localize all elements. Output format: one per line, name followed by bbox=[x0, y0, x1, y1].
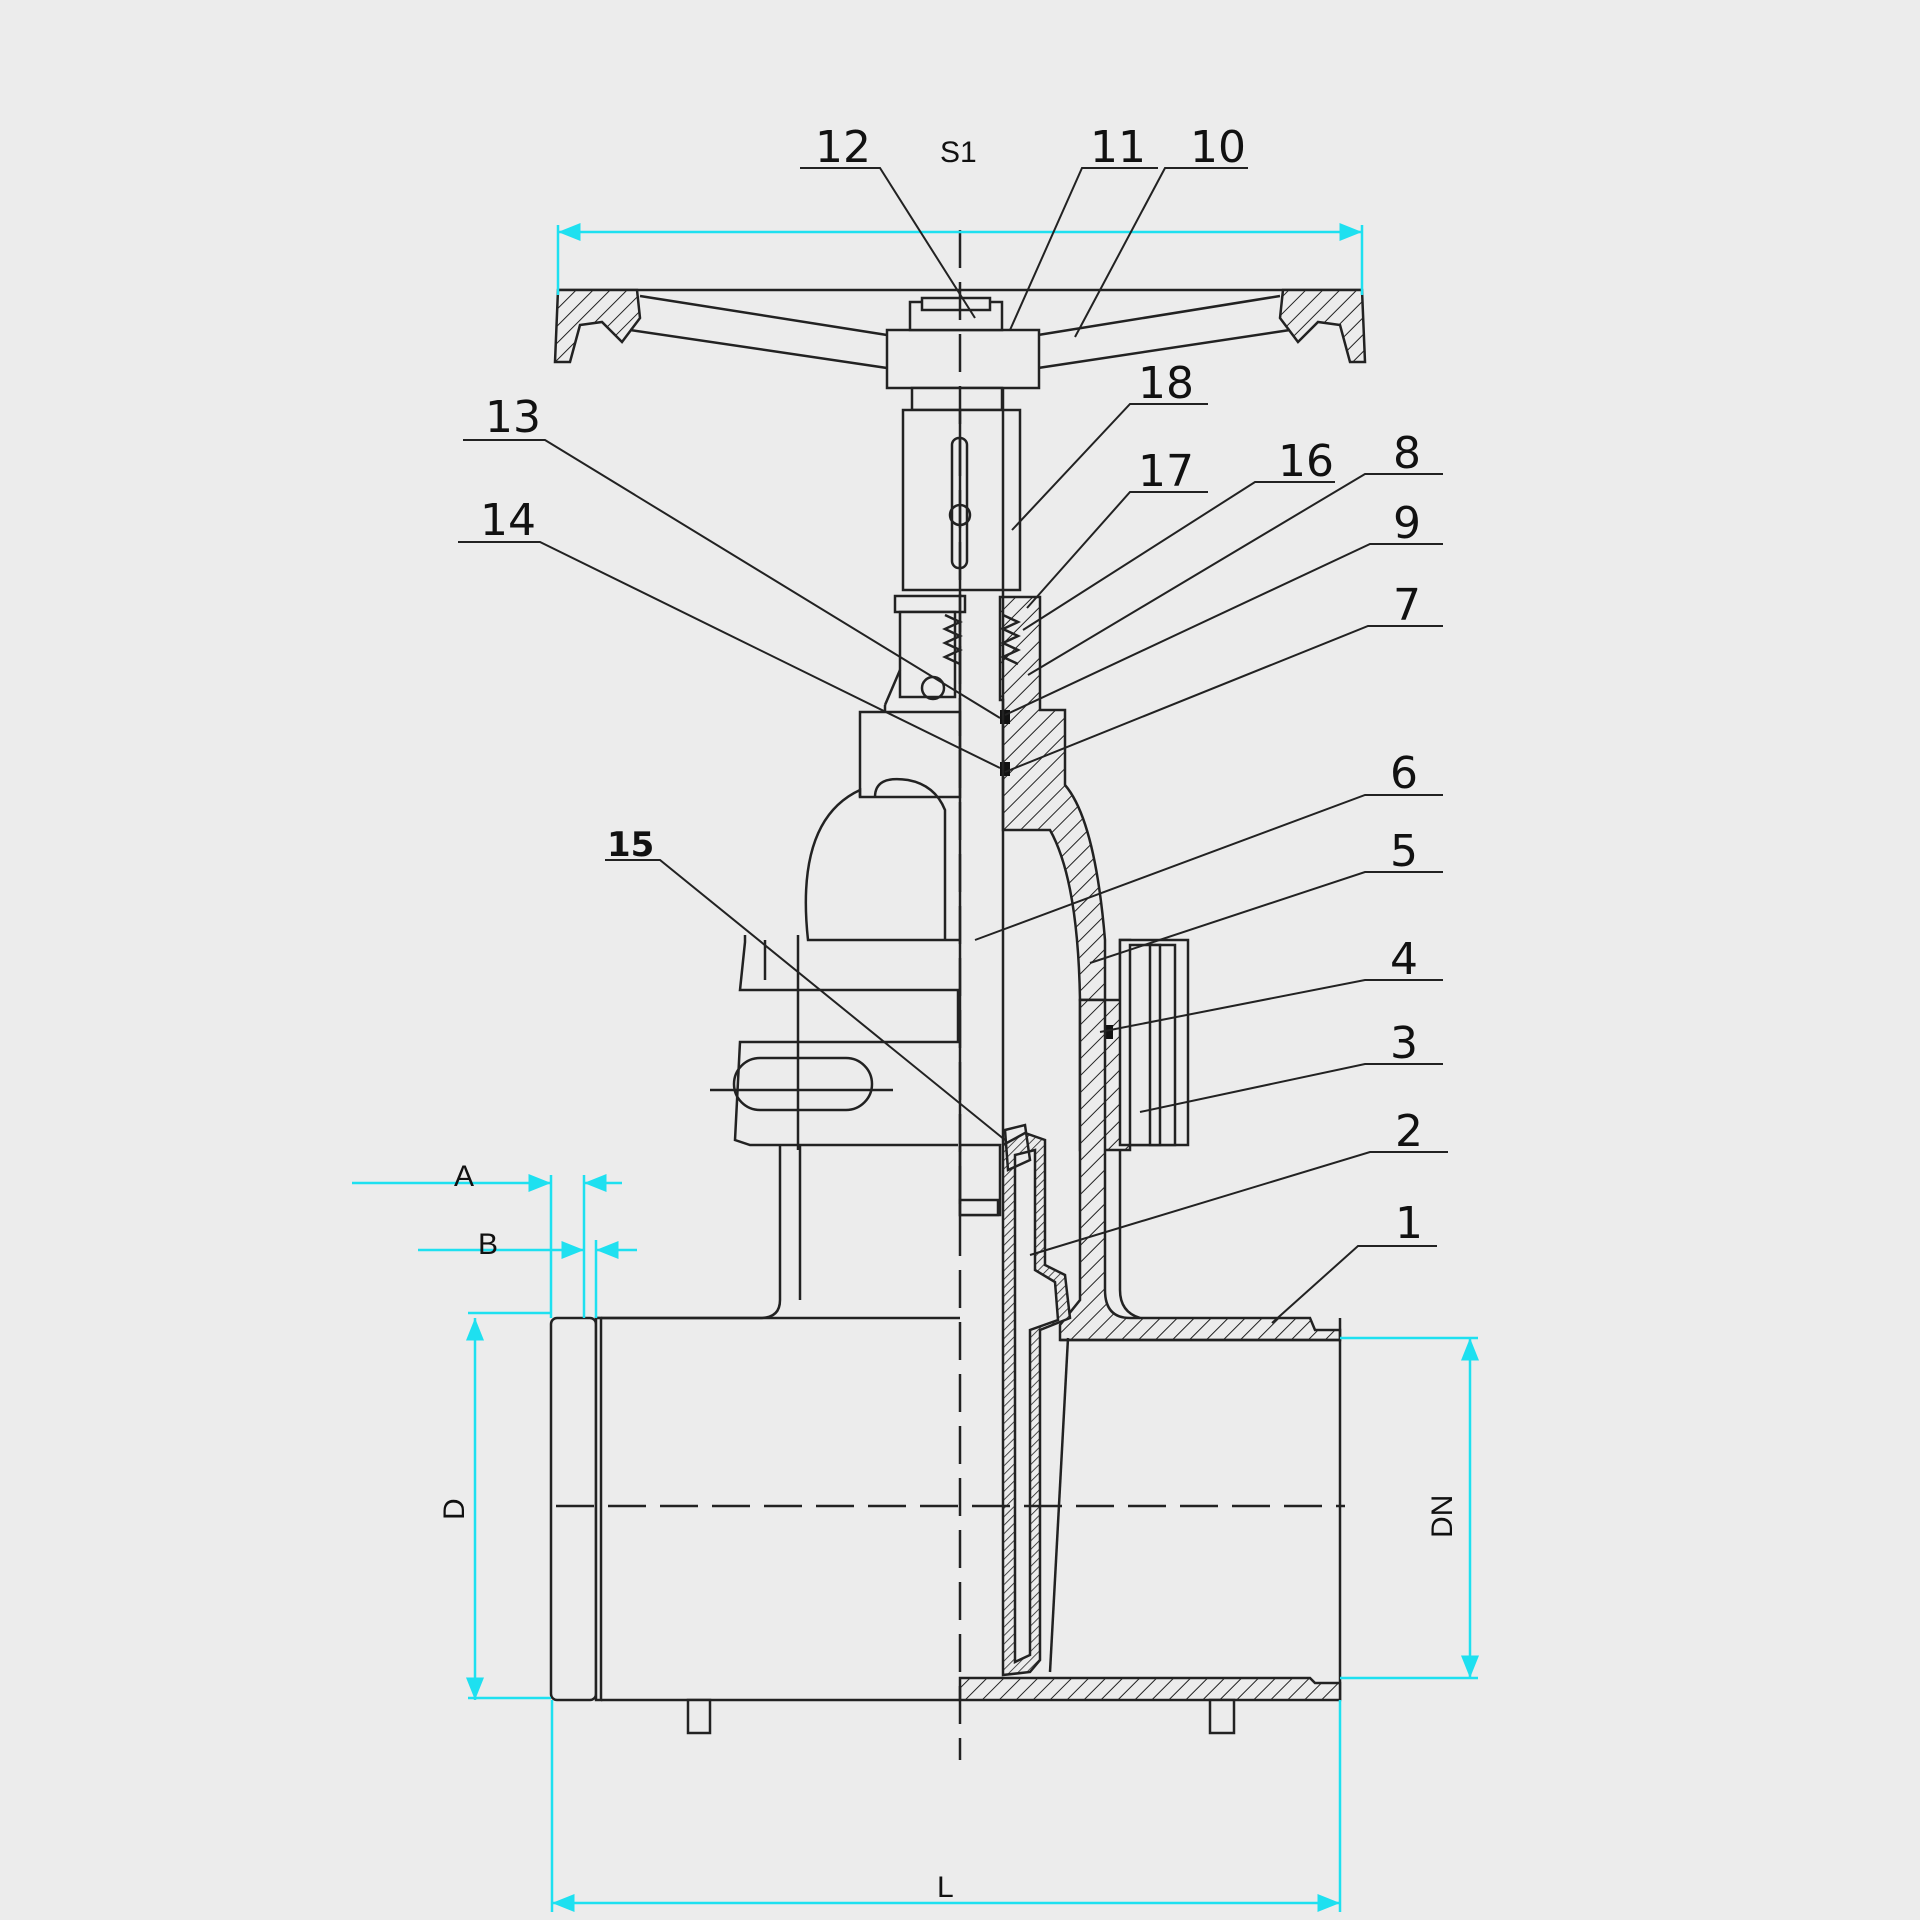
dim-label-l: L bbox=[937, 1871, 954, 1904]
dim-label-d: D bbox=[438, 1498, 471, 1520]
part-label-7: 7 bbox=[1393, 580, 1421, 631]
part-label-5: 5 bbox=[1390, 826, 1418, 877]
part-label-11: 11 bbox=[1090, 122, 1146, 173]
dim-label-a: A bbox=[454, 1160, 474, 1193]
part-label-3: 3 bbox=[1390, 1018, 1418, 1069]
dimension-labels: A B D DN L bbox=[438, 1160, 1459, 1904]
part-label-16: 16 bbox=[1278, 436, 1334, 487]
part-label-15: 15 bbox=[607, 825, 654, 865]
dimensions bbox=[352, 223, 1479, 1912]
part-label-6: 6 bbox=[1390, 748, 1418, 799]
part-label-10: 10 bbox=[1190, 122, 1246, 173]
part-label-14: 14 bbox=[480, 495, 536, 546]
part-label-1: 1 bbox=[1395, 1198, 1423, 1249]
part-label-9: 9 bbox=[1393, 498, 1421, 549]
stem-nut-indicator bbox=[901, 408, 1022, 592]
dim-label-dn: DN bbox=[1426, 1495, 1459, 1538]
part-label-18: 18 bbox=[1138, 358, 1194, 409]
part-label-13: 13 bbox=[485, 392, 541, 443]
part-label-17: 17 bbox=[1138, 446, 1194, 497]
valve-body bbox=[549, 998, 1342, 1735]
wedge-disc bbox=[958, 1123, 1072, 1677]
part-label-2: 2 bbox=[1395, 1106, 1423, 1157]
dim-label-b: B bbox=[478, 1228, 498, 1261]
stem bbox=[556, 230, 1345, 1760]
dim-label-s1: S1 bbox=[940, 136, 977, 169]
part-label-8: 8 bbox=[1393, 428, 1421, 479]
part-label-4: 4 bbox=[1390, 934, 1418, 985]
leader-lines bbox=[458, 167, 1448, 1324]
part-labels: 12 S1 11 10 18 13 17 16 8 14 9 7 6 15 5 … bbox=[480, 122, 1423, 1249]
bonnet-flange bbox=[710, 935, 1190, 1152]
part-label-12: 12 bbox=[815, 122, 871, 173]
